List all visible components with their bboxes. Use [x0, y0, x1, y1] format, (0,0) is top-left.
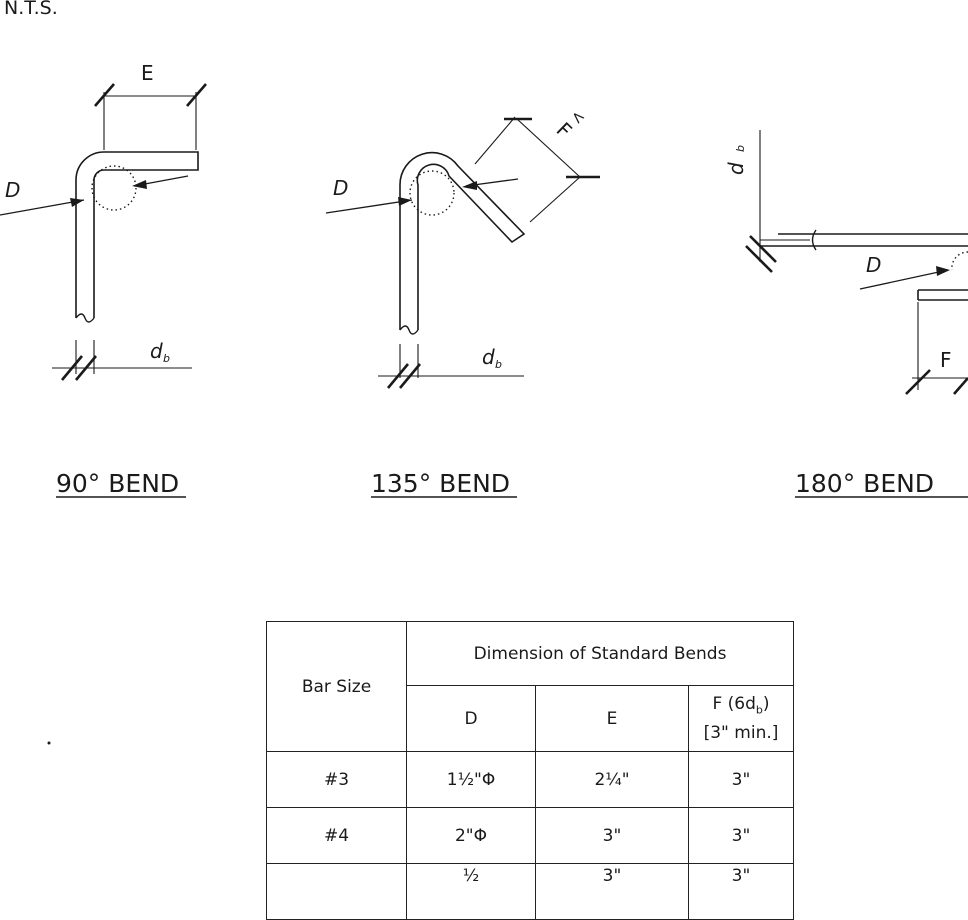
cell-bar-size [266, 863, 407, 920]
label-db-90: d [150, 339, 163, 363]
label-db-sub-135: b [495, 358, 502, 371]
header-col-d: D [406, 685, 536, 752]
header-col-f-close: ) [762, 694, 770, 715]
header-bar-size: Bar Size [266, 621, 407, 752]
label-db-sub-180: b [734, 145, 747, 152]
table-row: #4 2"Φ 3" 3" [266, 807, 794, 864]
label-db-sub-90: b [163, 352, 170, 365]
header-col-f: F (6db) [3" min.] [688, 685, 794, 752]
cell-e: 3" [535, 807, 689, 864]
header-col-f-min: [3" min.] [703, 722, 779, 743]
header-dimension-of-standard-bends: Dimension of Standard Bends [406, 621, 794, 686]
header-col-e: E [535, 685, 689, 752]
label-db-135: d [482, 345, 495, 369]
speck [47, 741, 51, 745]
cell-f: 3" [688, 863, 794, 920]
bend-180-figure [745, 130, 968, 395]
table-row: ½ 3" 3" [266, 863, 794, 920]
cell-bar-size: #3 [266, 751, 407, 808]
header-col-f-sub: b [755, 703, 763, 717]
bend-dimension-table: Bar Size Dimension of Standard Bends D E… [266, 621, 794, 920]
cell-d: 2"Φ [406, 807, 536, 864]
scale-note: N.T.S. [4, 0, 58, 19]
bend-135-figure [325, 116, 600, 389]
caption-135-bend: 135° BEND [371, 469, 510, 498]
caption-90-bend: 90° BEND [56, 469, 179, 498]
label-f-180: F [940, 348, 952, 372]
label-e-90: E [141, 61, 154, 85]
rebar-bend-drawing: N.T.S. E D d b 90° BEND [0, 0, 968, 745]
label-db-180: d [724, 162, 748, 175]
cell-d: ½ [406, 863, 536, 920]
table-row: #3 1½"Φ 2¼" 3" [266, 751, 794, 808]
label-d-135: D [333, 176, 348, 200]
label-d-90: D [5, 178, 20, 202]
cell-e: 2¼" [535, 751, 689, 808]
cell-e: 3" [535, 863, 689, 920]
caption-180-bend: 180° BEND [795, 469, 934, 498]
cell-d: 1½"Φ [406, 751, 536, 808]
cell-f: 3" [688, 807, 794, 864]
bend-90-figure [0, 83, 207, 381]
header-col-f-text: F (6d [712, 694, 756, 715]
cell-f: 3" [688, 751, 794, 808]
cell-bar-size: #4 [266, 807, 407, 864]
label-d-180: D [866, 253, 881, 277]
